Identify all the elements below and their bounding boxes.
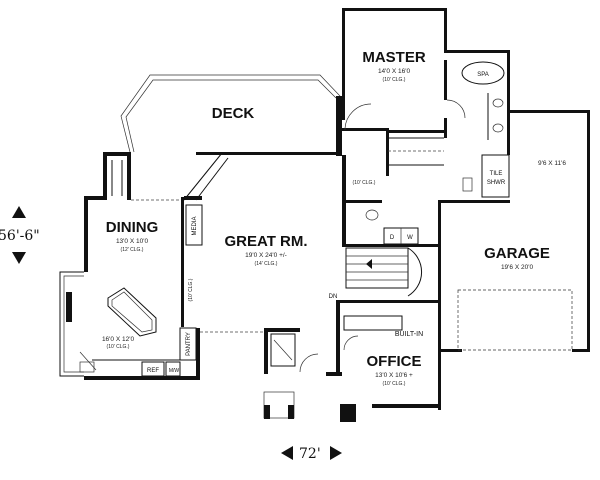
- dining-ceiling: (12' CLG.): [121, 247, 144, 253]
- vaulted-ceiling: (10' CLG.): [188, 278, 194, 301]
- dryer-label: D: [390, 235, 395, 241]
- nook-ceiling: (10' CLG.): [107, 344, 130, 350]
- dining-size: 13'0 X 10'0: [116, 238, 149, 245]
- office-label: OFFICE: [367, 353, 422, 370]
- pantry-label: PANTRY: [186, 332, 192, 356]
- spa-label: SPA: [477, 72, 489, 78]
- mw-label: M/W: [169, 368, 180, 374]
- master-ceiling: (10' CLG.): [383, 77, 406, 83]
- washer-label: W: [407, 235, 413, 241]
- tile-shower-label-1: TILE: [490, 171, 503, 177]
- depth-dimension: 56'-6": [0, 206, 40, 264]
- great-room-ceiling: (14' CLG.): [255, 261, 278, 267]
- garage-walls: [438, 110, 590, 410]
- office-size: 13'0 X 10'6 +: [375, 372, 413, 379]
- width-dimension: 72': [281, 446, 342, 462]
- dn-label: DN: [329, 294, 338, 300]
- media-label: MEDIA: [192, 216, 198, 235]
- master-size: 14'0 X 16'0: [378, 68, 411, 75]
- master-suite-walls: [336, 8, 510, 198]
- garage-label: GARAGE: [484, 245, 550, 262]
- right-arrow-icon: [330, 446, 342, 460]
- depth-label: 56'-6": [0, 228, 40, 244]
- tile-shower-label-2: SHWR: [487, 180, 506, 186]
- great-room-size: 19'0 X 24'0 +/-: [245, 252, 287, 259]
- built-in-label: BUILT-IN: [395, 331, 423, 338]
- nook-size: 16'0 X 12'0: [102, 336, 135, 343]
- great-room-walls: [181, 152, 438, 419]
- left-arrow-icon: [281, 446, 293, 460]
- down-arrow-icon: [12, 252, 26, 264]
- office-walls: [340, 300, 440, 422]
- ref-label: REF: [147, 368, 159, 374]
- hall-ceiling: (10' CLG.): [353, 180, 376, 186]
- great-room-label: GREAT RM.: [224, 233, 307, 250]
- garage-storage-size: 9'6 X 11'6: [538, 160, 566, 167]
- master-label: MASTER: [362, 49, 426, 66]
- office-ceiling: (10' CLG.): [383, 381, 406, 387]
- width-label: 72': [299, 446, 321, 462]
- dining-kitchen-walls: [59, 152, 200, 380]
- deck-label: DECK: [212, 105, 255, 122]
- dining-label: DINING: [106, 219, 159, 236]
- garage-size: 19'6 X 20'0: [501, 264, 534, 271]
- up-arrow-icon: [12, 206, 26, 218]
- stair-direction-arrow: [366, 259, 372, 269]
- spa-tub: [461, 61, 505, 85]
